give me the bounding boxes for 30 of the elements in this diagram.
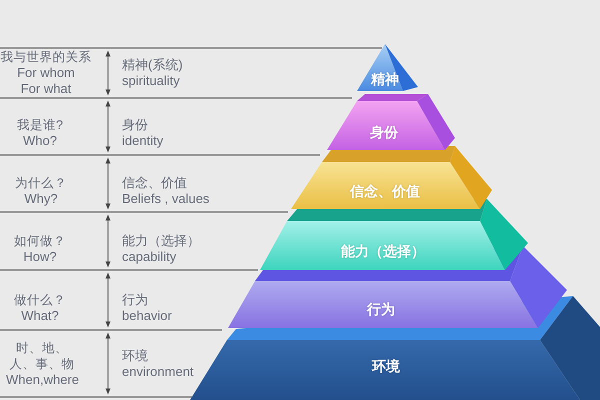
- question-text: How?: [23, 249, 57, 265]
- layer-label: 精神: [371, 72, 399, 88]
- level-label: 身份: [122, 116, 148, 132]
- level-label: 精神(系统): [122, 57, 183, 73]
- level-label: capability: [122, 249, 176, 265]
- level-label: spirituality: [122, 73, 180, 89]
- level-label: Beliefs , values: [122, 190, 210, 206]
- question-text: 如何做？: [14, 233, 66, 249]
- question-text: 我与世界的关系: [0, 49, 92, 65]
- layer-label: 身份: [370, 125, 398, 141]
- question-text: 做什么？: [14, 292, 66, 308]
- question-text: 我是谁?: [17, 116, 63, 132]
- level-label: 行为: [122, 292, 148, 308]
- level-label: 环境: [122, 348, 148, 364]
- level-label: identity: [122, 132, 164, 148]
- level-label: 能力（选择）: [122, 233, 200, 249]
- level-label: 信念、价值: [122, 174, 187, 190]
- question-text: Why?: [24, 190, 58, 206]
- layer-label: 信念、价值: [350, 184, 420, 200]
- level-label: behavior: [122, 308, 172, 324]
- question-text: For whom For what: [16, 65, 76, 97]
- level-label: environment: [122, 364, 194, 380]
- question-text: Who?: [23, 132, 57, 148]
- layer-label: 环境: [372, 359, 400, 375]
- layer-label: 能力（选择）: [341, 244, 425, 260]
- question-text: 时、地、人、事、物: [8, 340, 76, 372]
- question-text: 为什么？: [15, 174, 67, 190]
- question-text: When,where: [6, 372, 78, 388]
- layer-label: 行为: [367, 302, 395, 318]
- question-text: What?: [21, 308, 59, 324]
